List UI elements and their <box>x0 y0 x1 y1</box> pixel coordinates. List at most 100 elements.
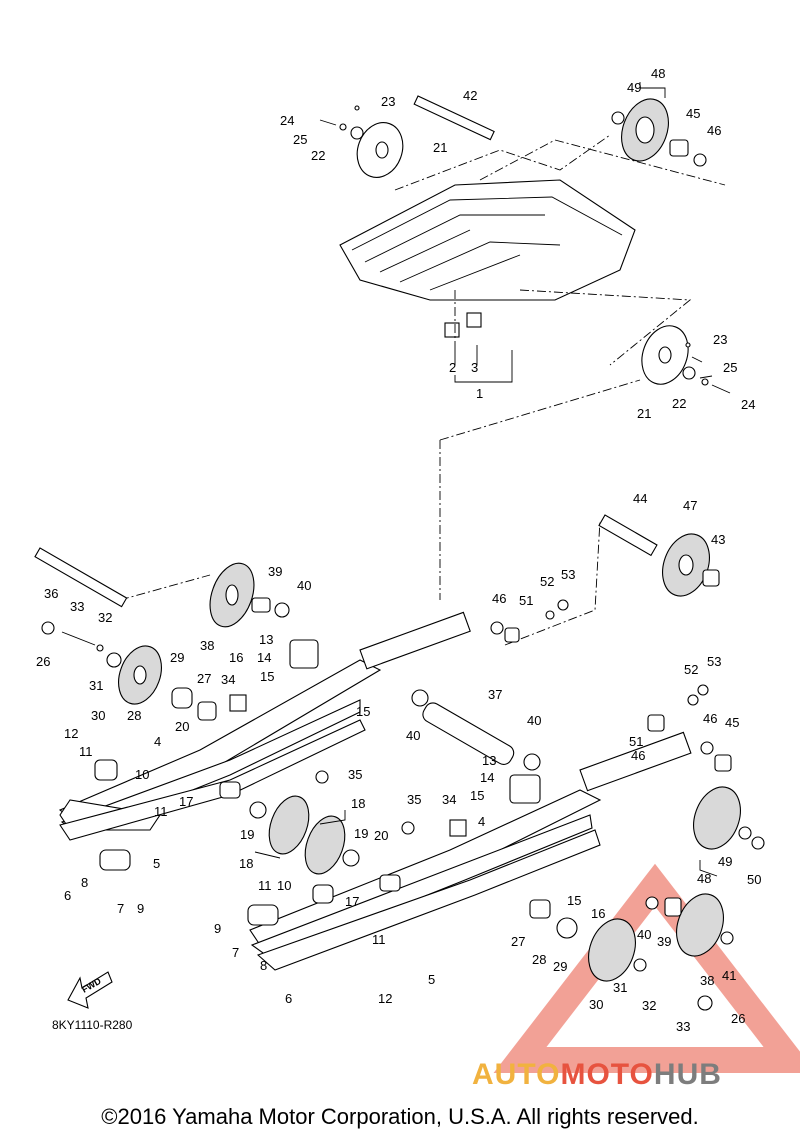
callout: 25 <box>723 360 737 375</box>
callout: 33 <box>70 599 84 614</box>
callout: 27 <box>197 671 211 686</box>
callout: 45 <box>725 715 739 730</box>
callout: 49 <box>627 80 641 95</box>
callout: 47 <box>683 498 697 513</box>
callout: 30 <box>589 997 603 1012</box>
callout: 28 <box>532 952 546 967</box>
callout: 35 <box>407 792 421 807</box>
callout: 31 <box>613 980 627 995</box>
callout: 11 <box>258 878 272 893</box>
callout: 8 <box>81 875 88 890</box>
callout: 40 <box>637 927 651 942</box>
callout: 6 <box>285 991 292 1006</box>
callout: 14 <box>480 770 494 785</box>
callout: 13 <box>259 632 273 647</box>
callout: 32 <box>98 610 112 625</box>
callout: 44 <box>633 491 647 506</box>
callout: 21 <box>637 406 651 421</box>
callout: 17 <box>345 894 359 909</box>
callout: 4 <box>154 734 161 749</box>
callout: 7 <box>232 945 239 960</box>
callout: 50 <box>747 872 761 887</box>
callout: 18 <box>351 796 365 811</box>
watermark-part3: HUB <box>653 1058 722 1091</box>
callout: 52 <box>540 574 554 589</box>
callout: 24 <box>741 397 755 412</box>
callout: 51 <box>629 734 643 749</box>
callout: 41 <box>722 968 736 983</box>
callout: 2 <box>449 360 456 375</box>
callout: 48 <box>651 66 665 81</box>
callout: 52 <box>684 662 698 677</box>
callout: 51 <box>519 593 533 608</box>
callout: 40 <box>297 578 311 593</box>
callout: 15 <box>260 669 274 684</box>
callout: 16 <box>229 650 243 665</box>
callout: 20 <box>374 828 388 843</box>
callout: 36 <box>44 586 58 601</box>
fwd-arrow-icon <box>67 971 113 1009</box>
callout: 27 <box>511 934 525 949</box>
callout: 11 <box>372 932 386 947</box>
callout: 22 <box>672 396 686 411</box>
callout: 11 <box>154 804 168 819</box>
callout: 15 <box>356 704 370 719</box>
watermark-part1: AUTO <box>472 1058 561 1091</box>
callout: 9 <box>214 921 221 936</box>
callout: 3 <box>471 360 478 375</box>
callout: 37 <box>488 687 502 702</box>
callout: 30 <box>91 708 105 723</box>
watermark-logo: AUTOMOTOHUB <box>472 1058 722 1092</box>
callout: 34 <box>221 672 235 687</box>
callout: 35 <box>348 767 362 782</box>
callout: 38 <box>700 973 714 988</box>
callout: 39 <box>268 564 282 579</box>
callout: 25 <box>293 132 307 147</box>
callout: 18 <box>239 856 253 871</box>
callout: 23 <box>713 332 727 347</box>
callout: 34 <box>442 792 456 807</box>
watermark-triangle <box>493 863 800 1073</box>
callout: 13 <box>482 753 496 768</box>
copyright-notice: ©2016 Yamaha Motor Corporation, U.S.A. A… <box>101 1104 699 1129</box>
callout: 21 <box>433 140 447 155</box>
top-track-assembly <box>319 95 731 394</box>
callout: 7 <box>117 901 124 916</box>
callout-labels: 1 2 3 21 22 23 24 25 42 48 49 45 46 21 2… <box>36 66 761 1034</box>
callout: 19 <box>240 827 254 842</box>
callout: 31 <box>89 678 103 693</box>
callout: 49 <box>718 854 732 869</box>
callout: 46 <box>703 711 717 726</box>
callout: 17 <box>179 794 193 809</box>
diagram-code: 8KY1110-R280 <box>52 1018 133 1032</box>
callout: 42 <box>463 88 477 103</box>
callout: 22 <box>311 148 325 163</box>
callout: 53 <box>561 567 575 582</box>
callout: 20 <box>175 719 189 734</box>
callout: 46 <box>492 591 506 606</box>
callout: 40 <box>527 713 541 728</box>
callout: 24 <box>280 113 294 128</box>
callout: 29 <box>170 650 184 665</box>
callout: 40 <box>406 728 420 743</box>
callout: 39 <box>657 934 671 949</box>
callout: 5 <box>153 856 160 871</box>
callout: 29 <box>553 959 567 974</box>
callout: 12 <box>64 726 78 741</box>
callout: 4 <box>478 814 485 829</box>
watermark-part2: MOTO <box>560 1058 654 1091</box>
callout: 33 <box>676 1019 690 1034</box>
rear-suspension-assembly <box>34 379 765 1011</box>
callout: 15 <box>567 893 581 908</box>
callout: 45 <box>686 106 700 121</box>
leader-lines <box>254 82 718 877</box>
callout: 9 <box>137 901 144 916</box>
callout: 23 <box>381 94 395 109</box>
callout: 48 <box>697 871 711 886</box>
callout: 1 <box>476 386 483 401</box>
callout: 26 <box>36 654 50 669</box>
callout: 12 <box>378 991 392 1006</box>
callout: 43 <box>711 532 725 547</box>
callout: 32 <box>642 998 656 1013</box>
callout: 10 <box>135 767 149 782</box>
